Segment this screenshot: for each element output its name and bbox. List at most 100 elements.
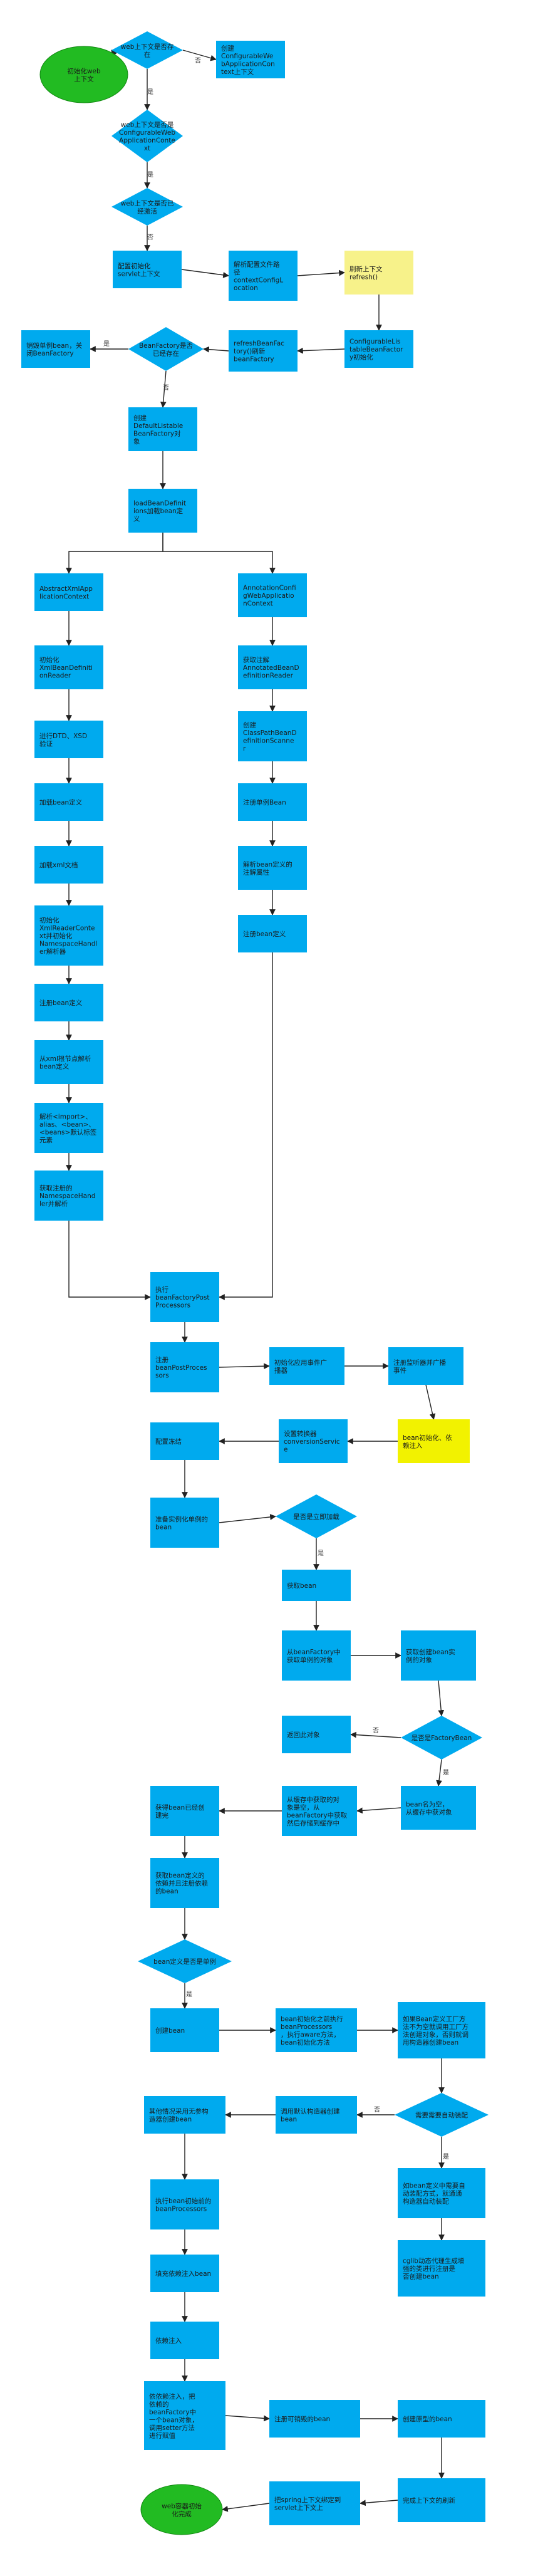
node-text: 义	[133, 516, 140, 523]
node-text: 例的对象	[406, 1656, 432, 1664]
node-text: 创建原型的bean	[403, 2415, 452, 2423]
node-text: 是否是FactoryBean	[411, 1734, 472, 1742]
node-load_xml: 加载xml文档	[34, 846, 103, 884]
node-text: 构造器自动装配	[403, 2198, 449, 2206]
edge-label: 是	[443, 1769, 449, 1776]
node-text: bean名为空，	[406, 1800, 448, 1808]
process-box	[21, 330, 90, 368]
process-box	[229, 330, 298, 372]
node-d_is_fb: 是否是FactoryBean	[401, 1716, 482, 1760]
decision-diamond	[111, 110, 183, 162]
node-text: sors	[155, 1372, 169, 1380]
node-text: 设置转换器	[284, 1430, 317, 1438]
node-text: AnnotatedBeanD	[243, 664, 299, 672]
node-text: 一个bean对象，	[149, 2416, 199, 2424]
node-text: 已经存在	[153, 349, 179, 357]
edge-label: 否	[374, 2106, 380, 2114]
flow-edge	[360, 2500, 398, 2506]
node-text: web上下文是否存	[121, 43, 174, 51]
node-text: 创建	[221, 44, 234, 52]
node-text: tableBeanFactor	[349, 346, 403, 353]
node-text: 调用setter方法	[149, 2424, 195, 2432]
flowchart-nodes: 初始化web上下文web上下文是否存在创建ConfigurableWebAppl…	[21, 31, 489, 2535]
node-text: refreshBeanFac	[234, 340, 284, 348]
process-box	[238, 915, 307, 952]
node-text: 从缓存中获取的对	[287, 1795, 339, 1803]
decision-diamond	[138, 1939, 232, 1983]
process-box	[282, 1570, 351, 1601]
node-text: 闭BeanFactory	[26, 349, 74, 357]
edge-label: 否	[195, 57, 201, 65]
process-box	[34, 645, 103, 689]
decision-diamond	[111, 31, 183, 69]
decision-diamond	[276, 1494, 357, 1538]
edge-label: 是	[443, 2153, 449, 2161]
node-text: beanFactory中获取	[287, 1811, 348, 1819]
node-d_autowire: 需要需要自动装配	[395, 2093, 489, 2137]
node-text: 获取创建bean实	[406, 1648, 455, 1656]
node-text: 法不为空就调用工厂方	[403, 2023, 468, 2031]
node-text: 上下文	[74, 75, 94, 83]
process-box	[401, 1630, 476, 1681]
node-text: bApplicationCon	[221, 60, 275, 68]
flow-edge	[219, 1514, 276, 1523]
flow-edge	[160, 370, 167, 408]
node-text: y初始化	[349, 353, 373, 362]
node-text: 刷新上下文	[349, 265, 383, 273]
node-text: 经激活	[137, 207, 157, 215]
decision-diamond	[395, 2093, 489, 2137]
node-text: XmlBeanDefiniti	[39, 664, 93, 672]
node-dep_inject: 依赖注入	[150, 2322, 219, 2359]
node-text: refresh()	[349, 273, 378, 281]
process-box	[150, 2179, 219, 2229]
node-bean_init: bean初始化、依赖注入	[398, 1419, 470, 1463]
flow-edge	[162, 533, 276, 574]
flow-edge	[225, 2415, 270, 2422]
node-text: 从缓存中获对象	[406, 1808, 452, 1816]
node-text: NamespaceHand	[39, 1192, 95, 1200]
node-text: beanProcessors	[155, 2205, 207, 2213]
node-text: bean初始化之前执行	[281, 2015, 343, 2023]
flow-edge	[356, 1807, 401, 1814]
node-text: ApplicationConte	[119, 137, 175, 144]
node-text: text上下文	[221, 68, 254, 76]
node-text: 依赖的	[149, 2400, 169, 2408]
node-text: beanFactoryPost	[155, 1294, 210, 1301]
node-create_proto: 创建原型的bean	[398, 2400, 485, 2438]
node-text: 加载bean定义	[39, 798, 83, 806]
node-text: 初始化应用事件广	[274, 1358, 327, 1367]
node-text: 进行赋值	[149, 2431, 175, 2439]
node-text: 在	[144, 51, 151, 58]
node-init_ctx: 初始化XmlReaderContext并初始化NamespaceHandler解…	[34, 905, 103, 966]
node-text: 建完	[155, 1811, 168, 1819]
node-text: 解析bean定义的	[243, 860, 292, 868]
node-text: 造器创建bean	[149, 2115, 192, 2123]
node-text: 其他情况采用无参构	[149, 2107, 209, 2115]
node-d_scope: bean定义是否是单例	[138, 1939, 232, 1983]
node-text: 调用默认构造器创建	[281, 2107, 340, 2115]
node-text: 加载xml文档	[39, 861, 78, 869]
process-box	[150, 2322, 219, 2359]
node-text: licationContext	[39, 593, 89, 600]
node-freeze: 配置冻结	[150, 1422, 219, 1460]
node-text: 执行	[155, 1286, 168, 1294]
node-text: bean初始化方法	[281, 2038, 330, 2047]
edge-label: 否	[147, 234, 153, 241]
flow-edge	[297, 269, 345, 276]
